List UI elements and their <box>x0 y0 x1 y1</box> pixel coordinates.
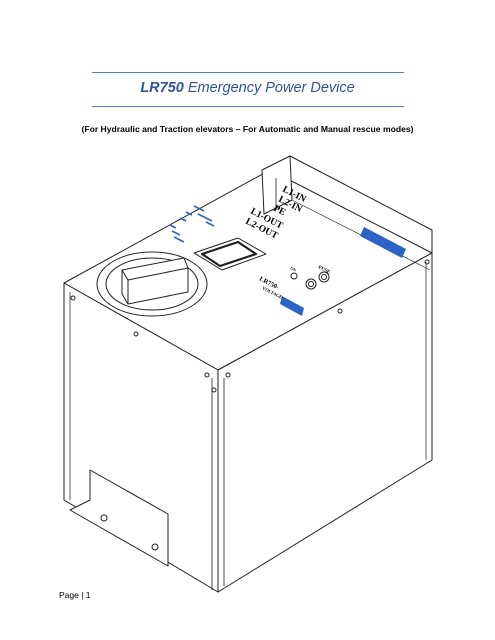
terminal-info-lines <box>169 205 215 243</box>
bracket-hole <box>100 514 108 522</box>
screw <box>337 308 343 314</box>
brand-label-plate <box>360 227 406 258</box>
bracket-hole <box>151 543 159 551</box>
screw <box>70 295 76 301</box>
screw <box>211 387 217 393</box>
on-indicator-icon <box>290 272 298 280</box>
title-model: LR750 <box>140 80 184 96</box>
fuse-holder-icon <box>305 278 317 290</box>
screw <box>424 259 430 265</box>
screw <box>204 372 210 378</box>
display-screen <box>193 237 267 271</box>
screw <box>225 372 231 378</box>
model-label-plate <box>280 296 304 316</box>
title-rest: Emergency Power Device <box>183 80 355 96</box>
header-rule-bottom <box>92 106 404 107</box>
terminal-label: PE <box>272 204 287 218</box>
page-footer: Page | 1 <box>59 590 91 600</box>
device-side-face <box>217 252 433 593</box>
rotary-switch <box>96 251 208 317</box>
fuse-label: FUSE <box>317 265 331 276</box>
page-title: LR750 Emergency Power Device <box>0 80 495 96</box>
screw <box>133 331 139 337</box>
switch-label: ON <box>290 265 298 272</box>
header-rule-top <box>92 72 404 73</box>
fuse-holder-icon <box>318 271 330 283</box>
page-subtitle: (For Hydraulic and Traction elevators – … <box>81 124 414 134</box>
